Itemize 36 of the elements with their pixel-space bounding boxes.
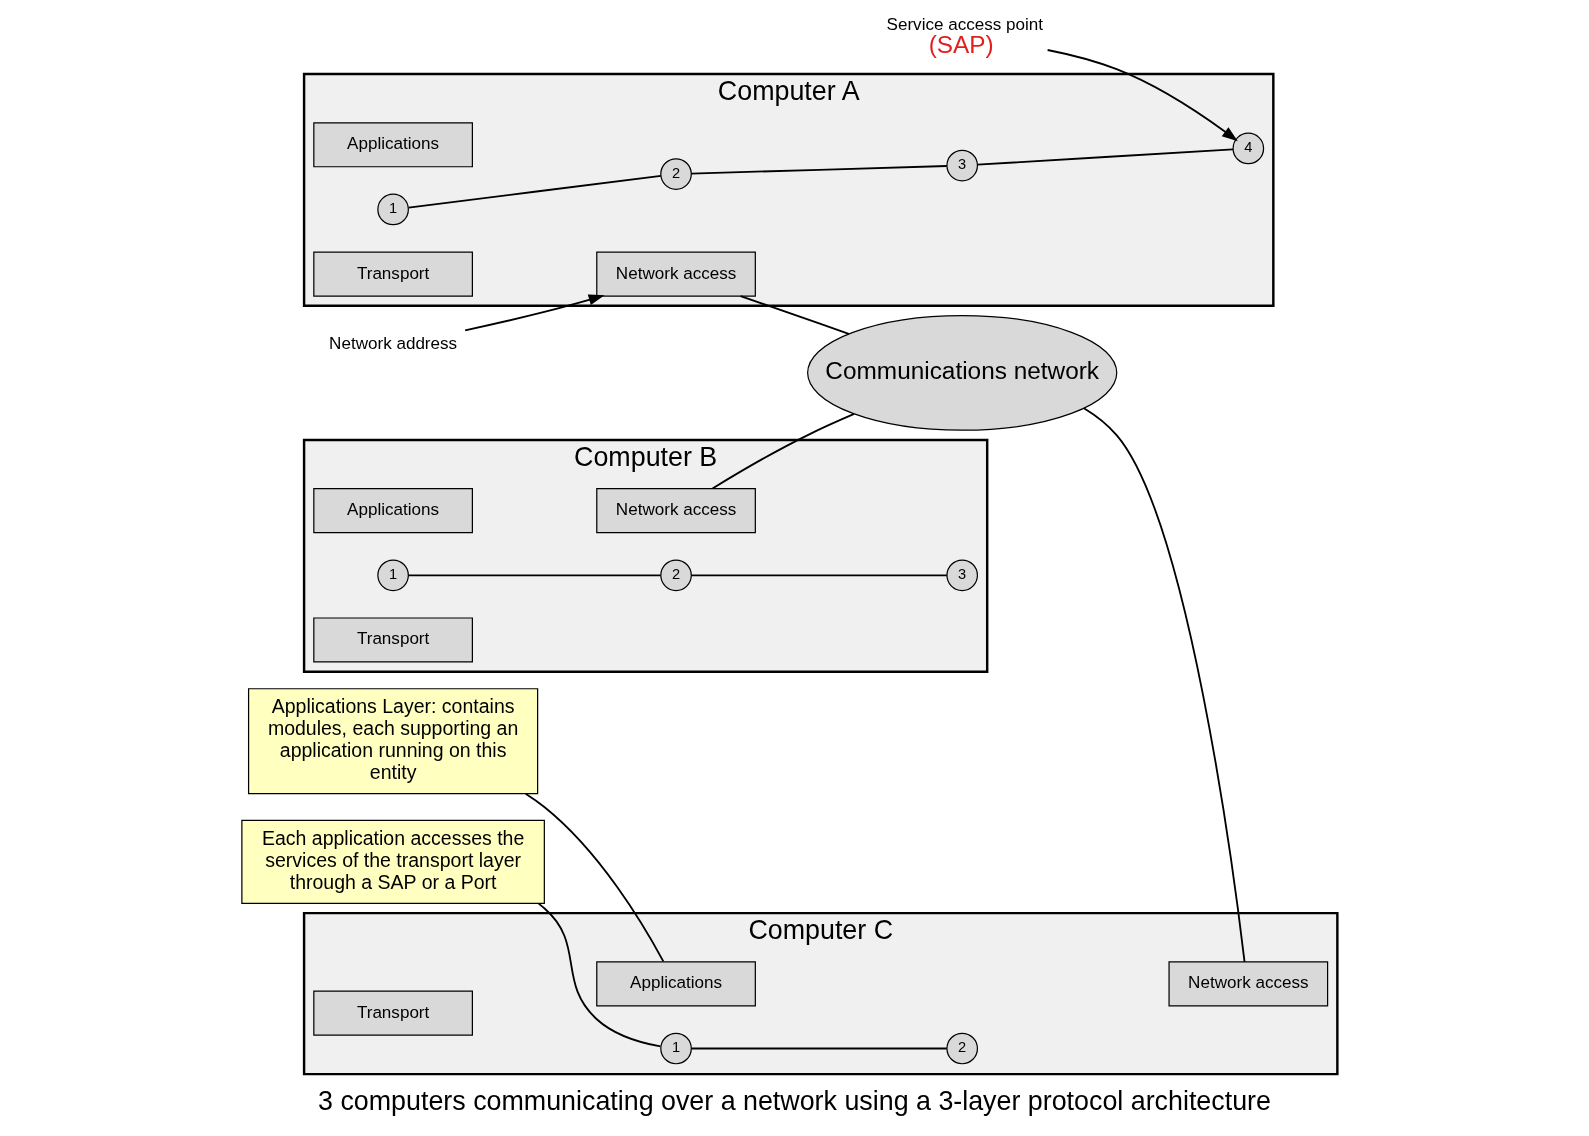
node-box: Transport (313, 617, 473, 663)
arrow (1046, 49, 1238, 142)
arrow (464, 294, 605, 332)
node-text: Network address (329, 334, 458, 354)
node-box: Transport (313, 251, 473, 297)
node-box: Each application accesses the services of the transport layer through a SAP or a Port (241, 819, 545, 904)
node-circle: 3 (946, 559, 979, 592)
node-circle: 2 (660, 158, 692, 190)
node-circle: 4 (1232, 132, 1265, 165)
connector (407, 174, 662, 209)
node-box: Applications (596, 961, 756, 1007)
node-box: Network access (596, 251, 756, 297)
node-circle: 2 (660, 559, 692, 592)
node-box: Applications (313, 122, 473, 168)
connector (537, 902, 662, 1048)
connector (690, 574, 948, 577)
node-box: Transport (313, 990, 473, 1036)
node-circle: 1 (377, 559, 409, 592)
connector (407, 574, 662, 577)
caption: 3 computers communicating over a network using a 3-layer protocol architecture (318, 1086, 1271, 1117)
node-box: Applications Layer: contains modules, each supporting an application running on this entity (248, 688, 539, 795)
connector (1083, 407, 1246, 963)
node-box: Network access (596, 488, 756, 534)
connector (739, 295, 850, 335)
node-circle: 3 (946, 149, 979, 182)
connector (690, 165, 948, 175)
connector (690, 1047, 948, 1050)
node-ellipse: Communications network (807, 314, 1118, 431)
connector (976, 148, 1234, 166)
node-circle: 1 (377, 193, 409, 226)
node-box: Network access (1168, 961, 1329, 1007)
node-circle: 1 (660, 1032, 692, 1065)
node-circle: 2 (946, 1032, 979, 1065)
node-box: Applications (313, 488, 473, 534)
connector (524, 792, 665, 963)
node-text: Service access point (SAP) (886, 15, 1044, 59)
